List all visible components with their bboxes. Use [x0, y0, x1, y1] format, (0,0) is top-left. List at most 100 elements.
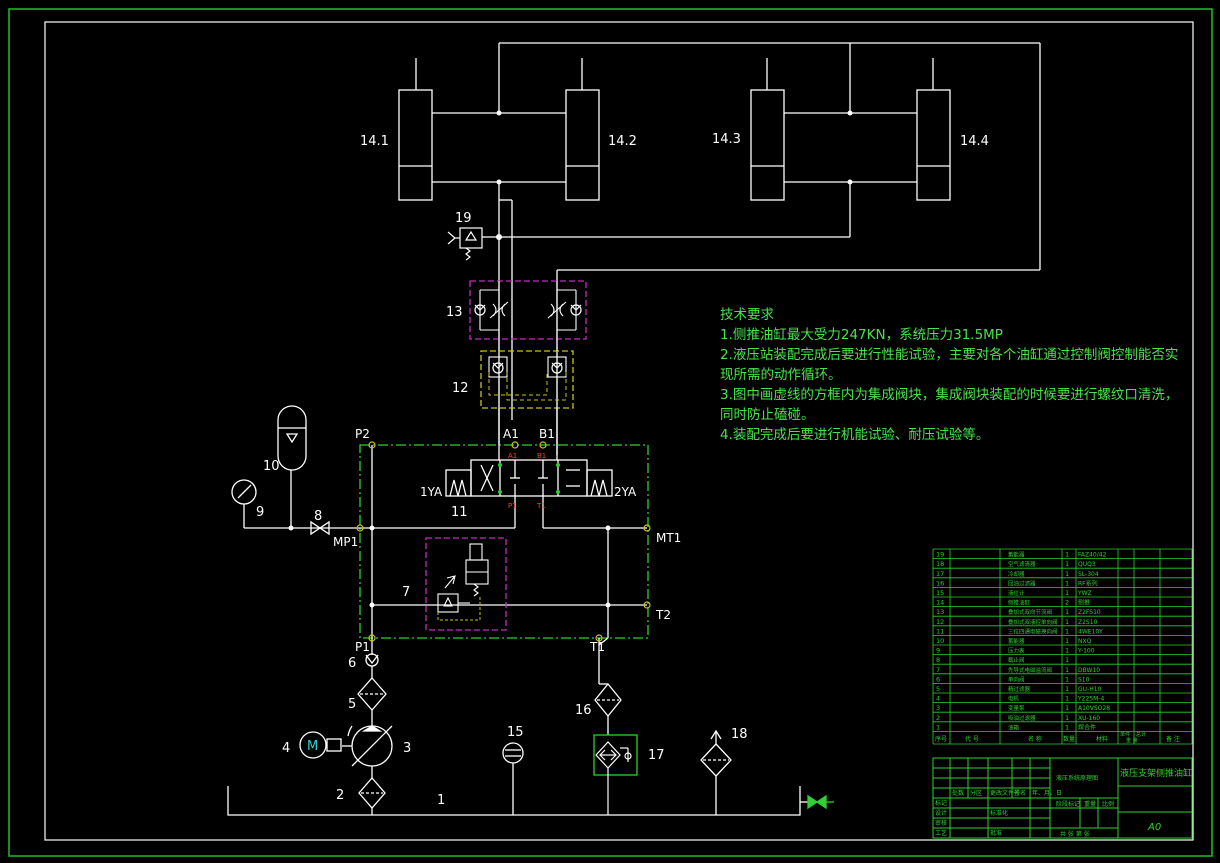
notes-item-3: 3.图中画虚线的方框内为集成阀块，集成阀块装配的时候要进行螺纹口清洗，同时防止磕…: [720, 387, 1179, 423]
parts-row-no: 16: [936, 579, 944, 587]
parts-row-no: 6: [936, 675, 940, 683]
parts-row-code: XU-160: [1078, 715, 1100, 722]
port-p1: P1: [355, 640, 370, 654]
tb-sheets: 共 张 第 张: [1060, 830, 1090, 838]
parts-row-no: 13: [936, 608, 944, 616]
suction-filter-2: [358, 777, 386, 815]
label-12: 12: [452, 381, 469, 396]
label-11: 11: [451, 505, 468, 520]
parts-row-no: 14: [936, 599, 944, 607]
parts-row-no: 17: [936, 570, 944, 578]
parts-row-qty: 1: [1065, 560, 1069, 568]
parts-row-code: Y225M-4: [1077, 696, 1104, 703]
parts-row-no: 10: [936, 637, 944, 645]
parts-row-code: DBW10: [1078, 667, 1100, 674]
label-4: 4: [282, 741, 290, 756]
relief-valve-7: [437, 543, 489, 613]
parts-row-no: 19: [936, 551, 944, 559]
port-t1: T1: [589, 640, 605, 654]
tb-standardization: 标准化: [990, 809, 1008, 817]
parts-row-code: GU-H10: [1078, 686, 1102, 693]
tb-stage-mark: 阶段标记: [1056, 800, 1080, 808]
valve-port-b1: B1: [537, 452, 546, 460]
valve-port-t1: T1: [536, 502, 546, 510]
motor-4: [299, 731, 342, 759]
parts-row-name: 先导式电磁溢流阀: [1008, 666, 1052, 674]
level-gauge-15: [502, 742, 524, 815]
label-5: 5: [348, 697, 356, 712]
accumulator-10: [277, 405, 307, 528]
cylinder-14-3: [750, 58, 917, 201]
parts-row-qty: 1: [1065, 579, 1069, 587]
manifold-block: [359, 444, 649, 639]
parts-header-remark: 备 注: [1166, 735, 1180, 743]
parts-header-material: 材料: [1096, 735, 1108, 743]
parts-row-qty: 1: [1065, 685, 1069, 693]
parts-row-code: Z2S10: [1078, 619, 1098, 626]
parts-row-name: 侧推油缸: [1008, 599, 1031, 607]
label-17: 17: [648, 748, 665, 763]
parts-row-code: 4WE10Y: [1078, 628, 1103, 635]
parts-row-no: 8: [936, 656, 940, 664]
tb-count: 处数: [952, 789, 964, 797]
parts-row-name: 蓄能器: [1008, 551, 1025, 559]
port-t2: T2: [655, 608, 671, 622]
parts-row-code: S10: [1078, 676, 1090, 683]
label-10: 10: [263, 459, 280, 474]
parts-row-qty: 1: [1065, 647, 1069, 655]
parts-row-name: 回油过滤器: [1008, 579, 1036, 587]
tb-change-doc: 更改文件号: [990, 789, 1020, 797]
port-mt1: MT1: [656, 531, 681, 545]
label-14-3: 14.3: [712, 132, 741, 147]
air-filter-18: [700, 729, 732, 815]
parts-row-qty: 1: [1065, 551, 1069, 559]
parts-row-name: 吸油过滤器: [1008, 714, 1036, 722]
label-3: 3: [403, 741, 411, 756]
parts-row-no: 18: [936, 560, 944, 568]
parts-row-name: 冷却器: [1008, 570, 1025, 578]
port-p2: P2: [355, 427, 370, 441]
tb-date: 年、月、日: [1032, 789, 1062, 797]
parts-row-name: 液位计: [1008, 589, 1025, 597]
valve-block-12: [480, 350, 574, 409]
label-7: 7: [402, 585, 410, 600]
label-8: 8: [314, 509, 322, 524]
parts-row-qty: 1: [1065, 675, 1069, 683]
cooler-17: [595, 741, 632, 815]
label-1: 1: [437, 793, 445, 808]
parts-row-qty: 1: [1065, 704, 1069, 712]
parts-row-code: A10VSO28: [1078, 705, 1110, 712]
label-14-1: 14.1: [360, 134, 389, 149]
tb-designer: 设计: [935, 809, 947, 817]
parts-row-no: 15: [936, 589, 944, 597]
outer-frame: [8, 8, 1213, 857]
parts-row-name: 电机: [1008, 695, 1020, 703]
check-valve-6: [365, 653, 379, 678]
tank-1: [227, 786, 834, 816]
parts-row-name: 截止阀: [1008, 656, 1025, 664]
notes-item-4: 4.装配完成后要进行机能试验、耐压试验等。: [720, 427, 990, 443]
pilot-check-valves-12: [488, 339, 567, 408]
notes-title: 技术要求: [720, 307, 774, 323]
port-b1: B1: [539, 427, 555, 441]
parts-row-name: 叠加式双液控单向阀: [1008, 618, 1058, 626]
cylinder-14-4: [916, 58, 951, 201]
label-2: 2: [336, 788, 344, 803]
notes-item-2: 2.液压站装配完成后要进行性能试验，主要对各个油缸通过控制阀控制能否实现所需的动…: [720, 347, 1179, 383]
parts-row-qty: 1: [1065, 637, 1069, 645]
parts-row-code: Y-100: [1077, 648, 1095, 655]
parts-row-qty: 1: [1065, 714, 1069, 722]
label-9: 9: [256, 505, 264, 520]
tb-signature: 签名: [1014, 789, 1026, 797]
parts-row-qty: 1: [1065, 723, 1069, 731]
parts-row-code: YWZ: [1077, 590, 1092, 597]
inner-frame: [44, 21, 1194, 841]
parts-row-no: 3: [936, 704, 940, 712]
parts-row-no: 12: [936, 618, 944, 626]
parts-row-qty: 1: [1065, 695, 1069, 703]
cylinder-14-1: [398, 58, 566, 201]
parts-row-code: SL-304: [1078, 571, 1099, 578]
parts-row-qty: 1: [1065, 608, 1069, 616]
